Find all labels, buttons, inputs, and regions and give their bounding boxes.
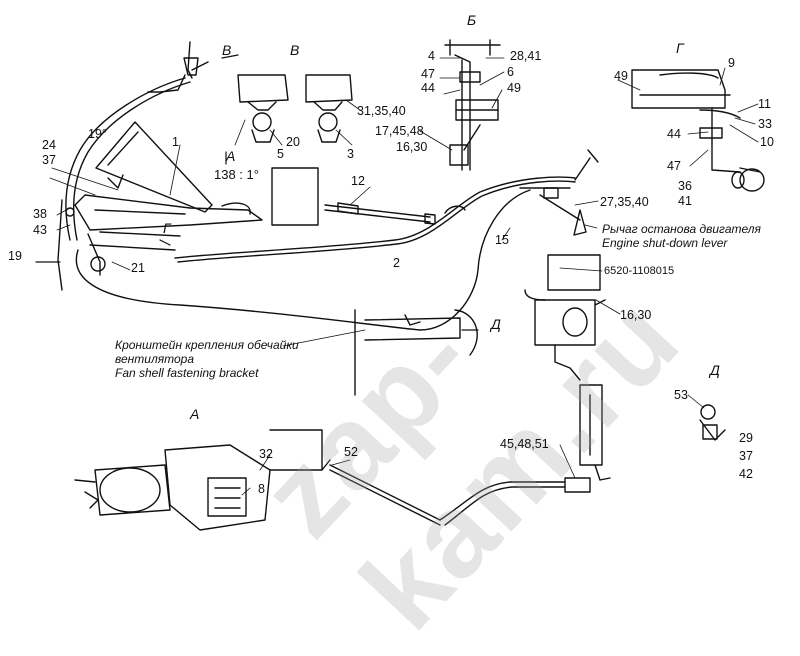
view-title-v: В	[290, 42, 300, 58]
ratio-block	[271, 167, 319, 226]
callout-43: 43	[33, 223, 47, 237]
callout-44-g: 44	[667, 127, 681, 141]
callout-4: 4	[428, 49, 435, 63]
view-a-pedal	[74, 429, 323, 531]
callout-49-b: 49	[507, 81, 521, 95]
callout-32: 32	[259, 447, 273, 461]
callout-8: 8	[258, 482, 265, 496]
fan-bracket-caption-ru-2: вентилятора	[115, 352, 195, 366]
callout-17-45-48: 17,45,48	[375, 124, 424, 138]
callout-15: 15	[495, 233, 509, 247]
throttle-cable-main	[174, 176, 576, 259]
pedal-assembly	[57, 121, 263, 291]
view-g-assembly	[631, 69, 765, 192]
cable-loop-top	[65, 77, 186, 241]
cable-2-loop	[75, 189, 531, 331]
arrow-label-v: В	[222, 42, 232, 58]
callout-5: 5	[277, 147, 284, 161]
callout-11: 11	[758, 97, 771, 111]
callout-21: 21	[131, 261, 145, 275]
view-title-a: А	[190, 406, 200, 422]
callout-45-48-51: 45,48,51	[500, 437, 549, 451]
rod-12	[324, 202, 466, 225]
callout-2: 2	[393, 256, 400, 270]
callout-53: 53	[674, 388, 688, 402]
arrow-label-g: Г	[163, 220, 171, 236]
view-title-d: Д	[710, 362, 720, 378]
callout-10: 10	[760, 135, 774, 149]
callout-47-b: 47	[421, 67, 435, 81]
view-v-brackets	[237, 74, 353, 143]
callout-33: 33	[758, 117, 772, 131]
engine-control-drive-diagram	[35, 39, 765, 531]
view-title-b: Б	[467, 12, 477, 28]
callout-47-g: 47	[667, 159, 681, 173]
callout-19: 19	[8, 249, 22, 263]
ratio-label: 138 : 1°	[214, 167, 259, 182]
callout-41: 41	[678, 194, 692, 208]
callout-6520: 6520-1108015	[604, 265, 675, 277]
shutdown-lever-caption-en: Engine shut-down lever	[602, 236, 728, 250]
arrow-label-a: А	[226, 148, 236, 164]
lower-rod	[321, 459, 591, 526]
fan-bracket-caption-en: Fan shell fastening bracket	[115, 366, 259, 380]
right-valve-assembly	[524, 254, 611, 481]
callout-6: 6	[507, 65, 514, 79]
callout-36: 36	[678, 179, 692, 193]
callout-16-30-right: 16,30	[620, 308, 652, 322]
callout-20: 20	[286, 135, 300, 149]
view-b-assembly	[444, 39, 501, 171]
callout-1: 1	[172, 135, 179, 149]
callout-24: 24	[42, 138, 56, 152]
shutdown-lever-caption-ru: Рычаг останова двигателя	[602, 222, 761, 236]
shutdown-lever	[519, 149, 599, 236]
callout-12: 12	[351, 174, 365, 188]
callout-49-g: 49	[614, 69, 628, 83]
callout-3: 3	[347, 147, 354, 161]
view-d-part	[699, 404, 726, 441]
view-arrows	[35, 54, 479, 331]
callout-42: 42	[739, 467, 753, 481]
throttle-cable-top	[147, 74, 186, 93]
callout-16-30-b: 16,30	[396, 140, 428, 154]
callout-29: 29	[739, 431, 753, 445]
callout-38: 38	[33, 207, 47, 221]
callout-27-35-40: 27,35,40	[600, 195, 649, 209]
callout-28-41: 28,41	[510, 49, 542, 63]
fan-bracket-caption-ru-1: Кронштейн крепления обечайки	[115, 338, 299, 352]
callout-37: 37	[42, 153, 56, 167]
callout-19-degree: 19°	[88, 127, 107, 141]
arrow-label-d: Д	[491, 316, 501, 332]
callout-31-35-40: 31,35,40	[357, 104, 406, 118]
callout-9: 9	[728, 56, 735, 70]
callout-52: 52	[344, 445, 358, 459]
leader-lines	[49, 57, 759, 496]
callout-44-b: 44	[421, 81, 435, 95]
fan-bracket	[354, 309, 478, 396]
view-title-g: Г	[676, 40, 684, 56]
callout-37-d: 37	[739, 449, 753, 463]
